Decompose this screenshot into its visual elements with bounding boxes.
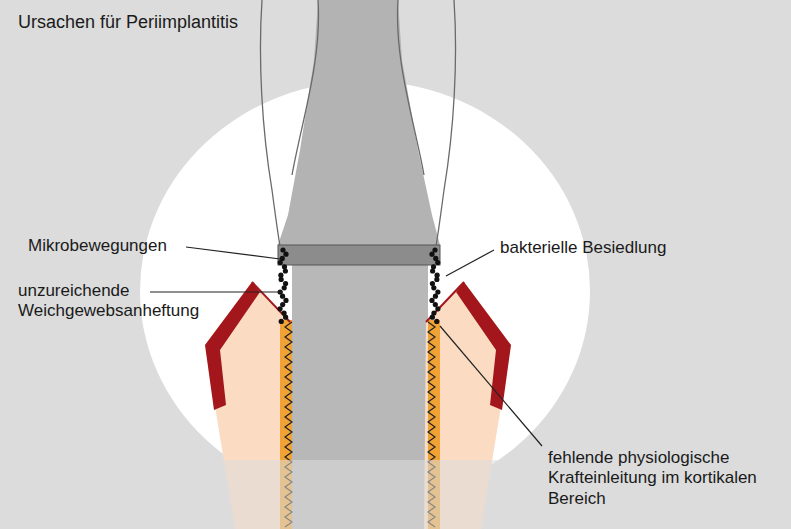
bacteria-dot <box>435 306 440 311</box>
bacteria-dot <box>434 319 439 324</box>
bacteria-dot <box>283 315 288 320</box>
bacteria-dot <box>435 260 440 265</box>
bacteria-dot <box>283 298 288 303</box>
bacteria-dot <box>280 247 285 252</box>
callout-label: fehlende physiologische Krafteinleitung … <box>548 448 783 509</box>
bacteria-dot <box>430 315 435 320</box>
crown-outline <box>260 0 280 246</box>
bacteria <box>277 247 440 324</box>
callout-label: Mikrobewegungen <box>28 236 167 256</box>
leader-line <box>150 291 283 292</box>
bacteria-dot <box>280 294 285 299</box>
callout-label: unzureichende Weichgewebsanheftung <box>18 281 208 322</box>
bacteria-dot <box>278 260 283 265</box>
bacteria-dot <box>430 268 435 273</box>
leader-line <box>440 326 542 446</box>
crown-outline <box>436 0 456 246</box>
leader-line <box>446 250 494 276</box>
bone-crest <box>426 282 464 322</box>
bacteria-dot <box>283 268 288 273</box>
bacteria-dot <box>429 298 434 303</box>
leader-line <box>186 247 280 259</box>
cortical-bone <box>456 282 511 410</box>
bacteria-dot <box>429 252 434 257</box>
abutment <box>278 0 440 245</box>
crown-outline <box>397 0 424 175</box>
bone-crest <box>252 282 290 322</box>
bacteria-dot <box>282 285 287 290</box>
bacteria-dot <box>433 294 438 299</box>
bacteria-dot <box>434 277 439 282</box>
callout-label: bakterielle Besiedlung <box>500 238 666 258</box>
bacteria-dot <box>277 306 282 311</box>
bacteria-dot <box>431 285 436 290</box>
bacteria-dot <box>432 247 437 252</box>
crown-outline <box>292 0 319 175</box>
bacteria-dot <box>279 277 284 282</box>
cortical-bone <box>205 282 260 410</box>
fade-overlay <box>150 460 570 529</box>
bacteria-dot <box>283 252 288 257</box>
bacteria-dot <box>279 319 284 324</box>
implant-platform <box>278 245 440 265</box>
title: Ursachen für Periimplantitis <box>18 12 238 34</box>
